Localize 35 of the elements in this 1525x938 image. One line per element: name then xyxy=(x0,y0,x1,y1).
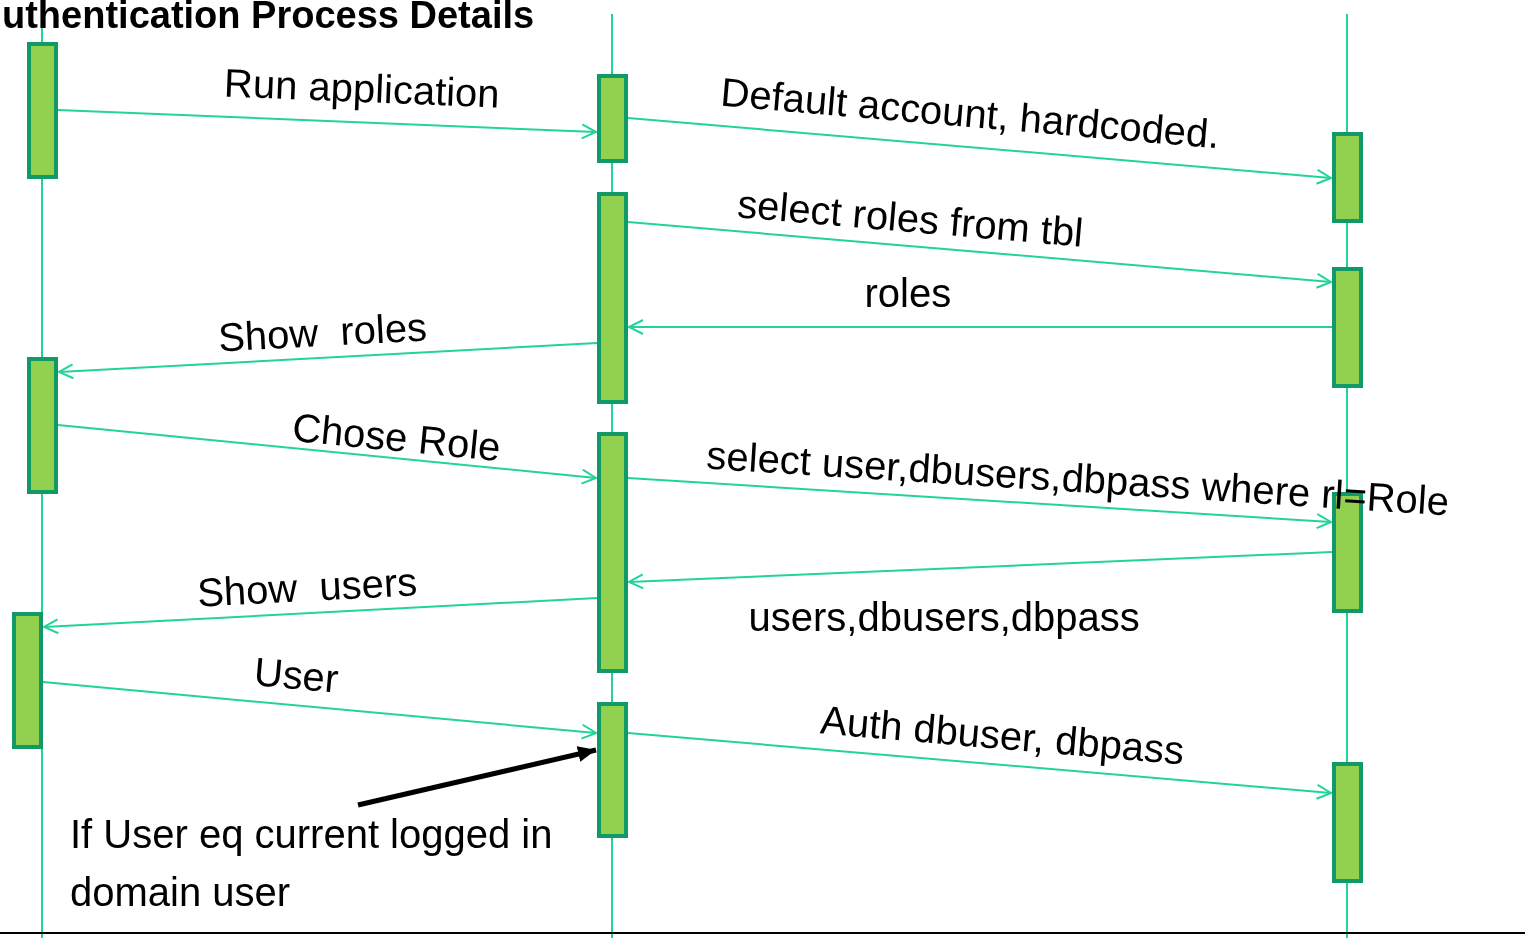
activation-bar xyxy=(597,432,628,673)
message-arrow xyxy=(57,109,597,140)
title: uthentication Process Details xyxy=(2,0,535,34)
activation-bar xyxy=(1332,267,1363,388)
message-arrow xyxy=(627,732,1332,800)
activation-bar xyxy=(12,612,43,749)
message-label: Run application xyxy=(223,62,501,114)
message-label: Show users xyxy=(196,561,418,613)
message-arrow xyxy=(627,221,1332,289)
message-label: Show roles xyxy=(216,306,428,358)
activation-bar xyxy=(1332,132,1363,223)
message-arrow xyxy=(628,319,1333,335)
message-arrow xyxy=(58,342,598,380)
message-label: User xyxy=(252,651,341,699)
activation-bar xyxy=(27,42,58,179)
activation-bar xyxy=(1332,762,1363,883)
message-label: Chose Role xyxy=(290,406,502,468)
message-arrow xyxy=(627,477,1332,530)
activation-bar xyxy=(597,74,628,163)
message-label: users,dbusers,dbpass xyxy=(748,597,1140,637)
leader-arrow xyxy=(357,746,597,808)
activation-bar xyxy=(597,702,628,838)
note-text: If User eq current logged in domain user xyxy=(70,805,630,921)
message-arrow xyxy=(42,681,597,740)
message-arrow xyxy=(43,597,598,635)
message-arrow xyxy=(57,424,597,485)
activation-bar xyxy=(597,192,628,404)
message-label: Default account, hardcoded. xyxy=(719,71,1222,155)
message-label: roles xyxy=(864,273,952,313)
message-label: Auth dbuser, dbpass xyxy=(818,699,1186,771)
message-label: select roles from tbl xyxy=(735,183,1085,253)
activation-bar xyxy=(27,357,58,494)
message-arrow xyxy=(628,551,1333,590)
message-label: select user,dbusers,dbpass where rl=Role xyxy=(705,434,1451,522)
message-arrow xyxy=(627,117,1332,185)
